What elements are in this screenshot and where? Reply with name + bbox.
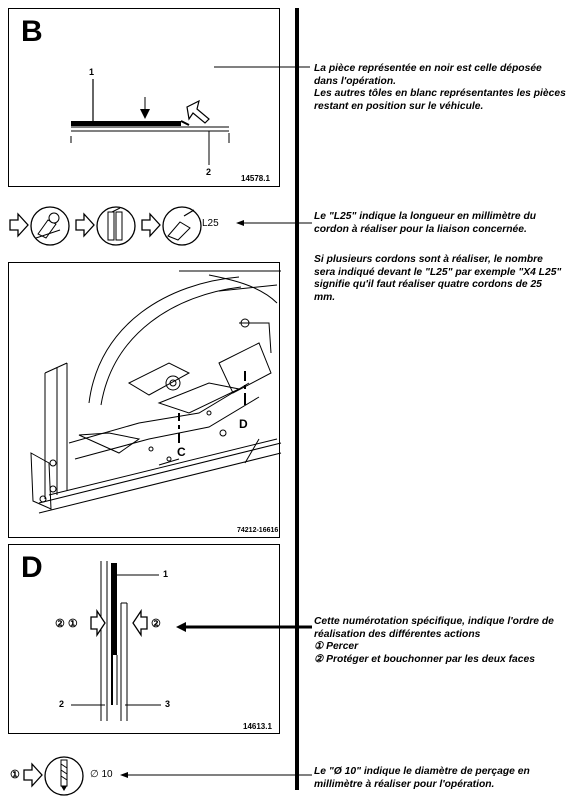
note-d-item: ① Percer: [314, 641, 359, 652]
note-l25b-line: Si plusieurs cordons sont à réaliser, le…: [314, 254, 543, 265]
panel-b: B 1 2 14578.1: [8, 8, 280, 187]
panel-d-left-marks: ② ①: [55, 618, 78, 630]
note-weld-length: Le "L25" indique la longueur en millimèt…: [314, 211, 580, 236]
sequence-arrow-icon: [75, 212, 95, 238]
note-d-line: réalisation des différentes actions: [314, 628, 481, 640]
panel-d-diagram: [71, 561, 161, 721]
panel-d-callout-2: 2: [59, 699, 65, 709]
vehicle-body-drawing: [30, 270, 282, 514]
note-b-pointer: [214, 66, 310, 68]
drill-row-symbols: [23, 756, 84, 796]
panel-d-callout-1: 1: [163, 569, 169, 579]
body-image-panel: C D 74212-16616: [8, 262, 282, 538]
note-b-line: dans l'opération.: [314, 75, 396, 87]
panel-d: D 1 2 3 ② ① ② 14613.1: [8, 544, 280, 734]
drill-note-pointer: [120, 772, 312, 778]
note-l25-line: Le "L25" indique la longueur en millimèt…: [314, 211, 537, 222]
note-l25b-line: mm.: [314, 291, 336, 303]
panel-d-right-mark: ②: [151, 618, 161, 630]
panel-b-ref: 14578.1: [241, 174, 270, 183]
weld-length-label: L25: [202, 218, 219, 229]
panel-d-letter: D: [21, 551, 43, 584]
protect-direction-arrow-icon: [132, 608, 148, 638]
note-drill: Le "Ø 10" indique le diamètre de perçage…: [314, 766, 580, 791]
sequence-arrow-icon: [23, 762, 43, 788]
note-l25b-line: signifie qu'il faut réaliser quatre cord…: [314, 279, 542, 290]
page-divider: [295, 8, 299, 790]
panel-d-callout-3: 3: [165, 699, 171, 709]
note-b-line: restant en position sur le véhicule.: [314, 100, 484, 112]
drill-sequence-mark: ①: [10, 769, 20, 781]
body-label-c: C: [177, 445, 186, 459]
drill-direction-arrow-icon: [90, 608, 106, 638]
drill-diameter-label: ∅ 10: [90, 769, 113, 780]
body-label-d: D: [239, 417, 248, 431]
note-sequence: Cette numérotation spécifique, indique l…: [314, 616, 580, 666]
note-drill-line: millimètre à réaliser pour l'opération.: [314, 778, 495, 790]
body-image-ref: 74212-16616: [237, 527, 279, 534]
weld-length-pointer: [236, 220, 312, 226]
note-d-line: Cette numérotation spécifique, indique l…: [314, 616, 554, 627]
note-l25-line: cordon à réaliser pour la liaison concer…: [314, 223, 527, 235]
note-drill-line: Le "Ø 10" indique le diamètre de perçage…: [314, 766, 530, 777]
sequence-note-pointer: [176, 622, 312, 632]
sequence-arrow-icon: [9, 212, 29, 238]
note-l25b-line: sera indiqué devant le "L25" par exemple…: [314, 266, 562, 278]
note-d-item: ② Protéger et bouchonner par les deux fa…: [314, 653, 535, 665]
weld-symbols-row: [9, 206, 202, 246]
note-b-line: Les autres tôles en blanc représentantes…: [314, 88, 566, 99]
note-weld-count: Si plusieurs cordons sont à réaliser, le…: [314, 254, 580, 304]
panel-b-letter: B: [21, 15, 43, 48]
panel-b-callout-1: 1: [89, 67, 95, 77]
panel-b-diagram: [70, 79, 230, 165]
panel-b-callout-2: 2: [206, 167, 212, 177]
sequence-arrow-icon: [141, 212, 161, 238]
note-b-line: La pièce représentée en noir est celle d…: [314, 63, 542, 74]
panel-d-ref: 14613.1: [243, 722, 272, 731]
note-panel-b: La pièce représentée en noir est celle d…: [314, 63, 580, 113]
